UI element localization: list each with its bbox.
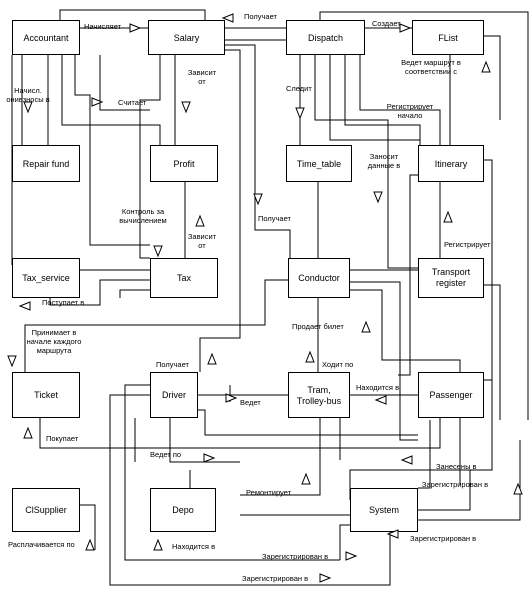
itinerary-class: Itinerary	[418, 145, 484, 182]
tax-class: Tax	[150, 258, 218, 298]
clsupplier-class: ClSupplier	[12, 488, 80, 532]
driver-label: Driver	[162, 390, 186, 400]
label-raspl: Расплачивается по	[8, 540, 75, 549]
tax-label: Tax	[176, 273, 191, 283]
tram-trolleybus-label: Tram, Trolley-bus	[296, 385, 342, 406]
label-nahoditsya-v-2: Находится в	[172, 542, 216, 551]
system-class: System	[350, 488, 418, 532]
label-nachislyaet: Начисляет	[84, 22, 122, 31]
label-kontrol: Контроль за вычислением	[119, 207, 167, 225]
tax-service-class: Tax_service	[12, 258, 80, 298]
tram-trolleybus-class: Tram, Trolley-bus	[288, 372, 350, 418]
repair-fund-label: Repair fund	[22, 159, 70, 169]
conductor-label: Conductor	[298, 273, 340, 283]
accountant-class: Accountant	[12, 20, 80, 55]
label-zaregistrirovan-3: Зарегистрирован в	[262, 552, 329, 561]
label-vedet-po: Ведет по	[150, 450, 182, 459]
label-zavisit-ot-1: Зависит от	[187, 68, 217, 86]
itinerary-label: Itinerary	[434, 159, 468, 169]
label-zaregistrirovan-4: Зарегистрирован в	[242, 574, 309, 583]
depo-label: Depo	[172, 505, 194, 515]
transport-register-class: Transport register	[418, 258, 484, 298]
label-sozdaet: Создает	[372, 19, 401, 28]
time-table-label: Time_table	[296, 159, 342, 169]
accountant-label: Accountant	[23, 33, 69, 43]
label-zaneseny-v: Занесены в	[436, 462, 477, 471]
flist-label: FList	[438, 33, 458, 43]
label-poluchaet-top: Получает	[244, 12, 277, 21]
time-table-class: Time_table	[286, 145, 352, 182]
label-poluchaet-mid: Получает	[258, 214, 291, 223]
label-nahoditsya-v-1: Находится в	[356, 383, 400, 392]
label-registriruet: Регистрирует	[444, 240, 491, 249]
label-schitaet: Считает	[118, 98, 147, 107]
passenger-label: Passenger	[429, 390, 473, 400]
dispatch-label: Dispatch	[307, 33, 343, 43]
label-prinimaet: Принимает в начале каждого маршрута	[26, 328, 82, 355]
system-label: System	[368, 505, 399, 515]
transport-register-label: Transport register	[431, 267, 471, 288]
driver-class: Driver	[150, 372, 198, 418]
profit-class: Profit	[150, 145, 218, 182]
label-postupaet: Поступает в	[42, 298, 85, 307]
label-sledit: Следит	[286, 84, 312, 93]
label-vedet: Ведет	[240, 398, 261, 407]
label-remontiruet: Ремонтирует	[246, 488, 292, 497]
flist-class: FList	[412, 20, 484, 55]
salary-class: Salary	[148, 20, 225, 55]
profit-label: Profit	[173, 159, 195, 169]
label-nachisl-vznosy: Начисл. онивзносы в	[6, 86, 50, 104]
passenger-class: Passenger	[418, 372, 484, 418]
label-poluchaet-driver: Получает	[156, 360, 189, 369]
repair-fund-class: Repair fund	[12, 145, 80, 182]
label-pokupaet: Покупает	[46, 434, 79, 443]
label-zavisit-ot-2: Зависит от	[187, 232, 217, 250]
ticket-class: Ticket	[12, 372, 80, 418]
label-zaregistrirovan-2: Зарегистрирован в	[410, 534, 477, 543]
conductor-class: Conductor	[288, 258, 350, 298]
depo-class: Depo	[150, 488, 216, 532]
label-vedet-marshrut: Ведет маршрут в соответствии с	[401, 58, 461, 76]
label-zanosit-dannye: Заносит данные в	[367, 152, 401, 170]
label-registriruet-nachalo: Регистрирует начало	[386, 102, 434, 120]
salary-label: Salary	[173, 33, 200, 43]
ticket-label: Ticket	[34, 390, 58, 400]
label-zaregistrirovan-1: Зарегистрирован в	[421, 480, 489, 489]
dispatch-class: Dispatch	[286, 20, 365, 55]
label-prodaet-bilet: Продает билет	[292, 322, 344, 331]
clsupplier-label: ClSupplier	[25, 505, 67, 515]
label-hodit-po: Ходит по	[322, 360, 354, 369]
tax-service-label: Tax_service	[22, 273, 70, 283]
